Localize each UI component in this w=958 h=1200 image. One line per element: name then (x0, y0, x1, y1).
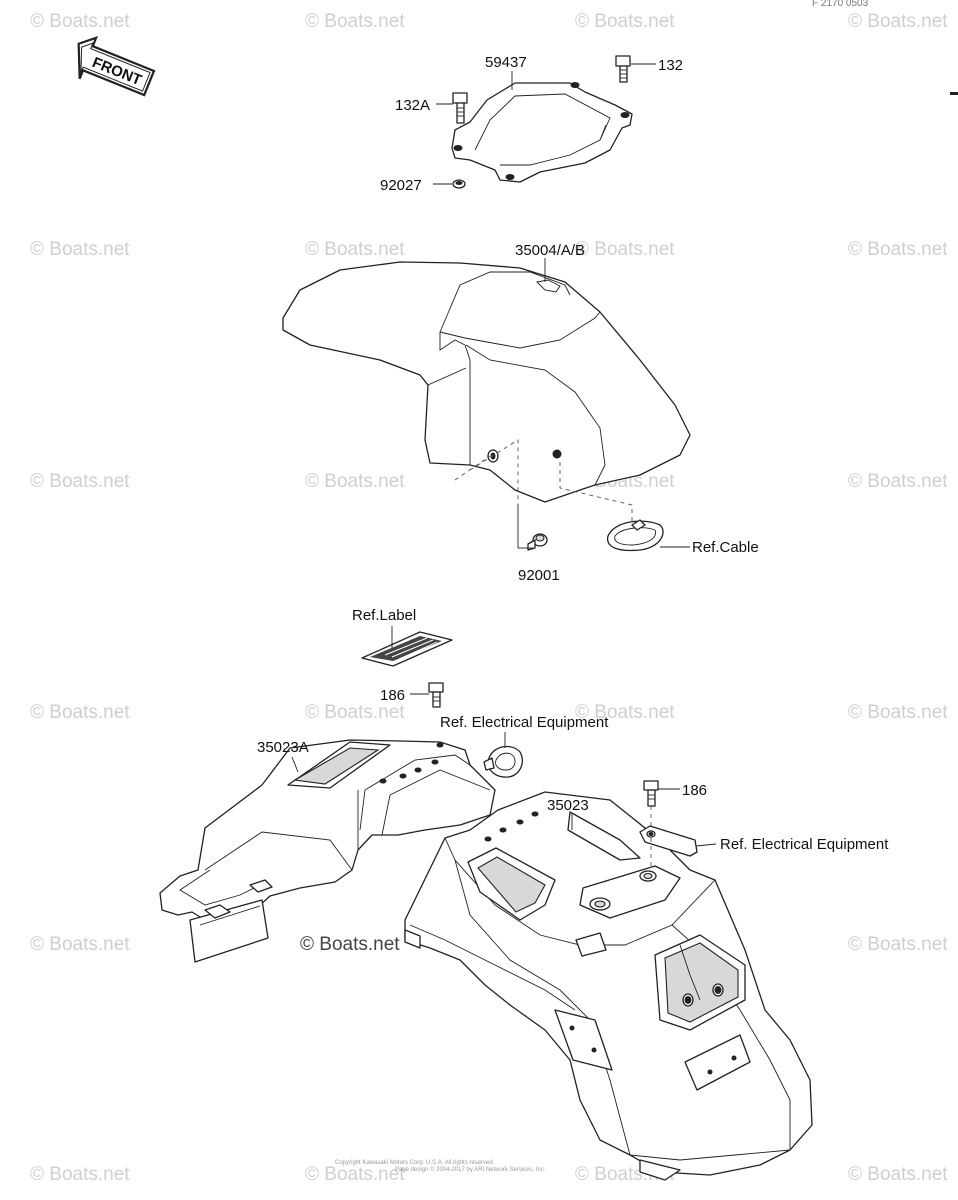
ref-label-label[interactable]: Ref.Label (352, 607, 416, 624)
part-label-35023[interactable]: 35023 (547, 797, 589, 814)
watermark: © Boats.net (30, 702, 130, 723)
screw-92001-icon (527, 533, 548, 551)
watermark: © Boats.net (848, 239, 948, 260)
copyright-line-2: Page design © 2004-2017 by ARI Network S… (395, 1166, 546, 1173)
watermark: © Boats.net (305, 702, 405, 723)
ref-electrical-label-2[interactable]: Ref. Electrical Equipment (720, 836, 889, 853)
watermark: © Boats.net (30, 1164, 130, 1185)
watermark: © Boats.net (30, 471, 130, 492)
wire-clamp-icon (483, 745, 523, 778)
bolt-186-right-icon (643, 780, 659, 807)
bolt-186-icon (428, 682, 444, 708)
rear-fender-35023a (159, 739, 496, 963)
part-label-186-top[interactable]: 186 (380, 687, 405, 704)
watermark: © Boats.net (848, 11, 948, 32)
watermark: © Boats.net (305, 11, 405, 32)
watermark: © Boats.net (30, 934, 130, 955)
front-fender (282, 261, 691, 503)
washer-92027-icon (452, 179, 466, 189)
bolt-132a-icon (452, 92, 468, 124)
part-label-59437[interactable]: 59437 (485, 54, 527, 71)
watermark: © Boats.net (30, 239, 130, 260)
part-label-132a[interactable]: 132A (395, 97, 430, 114)
cover-59437 (451, 82, 633, 183)
watermark: © Boats.net (848, 471, 948, 492)
copyright-line-1: Copyright Kawasaki Motors Corp. U.S.A. A… (335, 1160, 495, 1166)
part-label-92001[interactable]: 92001 (518, 567, 560, 584)
watermark: © Boats.net (575, 702, 675, 723)
watermark: © Boats.net (848, 1164, 948, 1185)
part-label-186-right[interactable]: 186 (682, 782, 707, 799)
part-label-132[interactable]: 132 (658, 57, 683, 74)
watermark: © Boats.net (305, 1164, 405, 1185)
rear-fender-35023 (404, 791, 813, 1181)
ref-cable-label[interactable]: Ref.Cable (692, 539, 759, 556)
watermark-group: © Boats.net © Boats.net © Boats.net © Bo… (30, 11, 948, 1185)
watermark: © Boats.net (30, 11, 130, 32)
watermark: © Boats.net (848, 702, 948, 723)
corner-code: F 2170 0503 (812, 0, 869, 9)
watermark: © Boats.net (305, 471, 405, 492)
part-label-35023a[interactable]: 35023A (257, 739, 309, 756)
watermark: © Boats.net (305, 239, 405, 260)
part-label-92027[interactable]: 92027 (380, 177, 422, 194)
edge-mark (950, 92, 958, 95)
electrical-bracket-icon (639, 825, 698, 857)
watermark: © Boats.net (575, 11, 675, 32)
cable-clamp-icon (607, 519, 664, 552)
front-arrow-icon: FRONT (77, 36, 156, 97)
ref-electrical-label-1[interactable]: Ref. Electrical Equipment (440, 714, 609, 731)
part-label-35004[interactable]: 35004/A/B (515, 242, 585, 259)
label-decal-icon (361, 631, 453, 667)
watermark: © Boats.net (848, 934, 948, 955)
watermark: © Boats.net (300, 934, 400, 955)
watermark: © Boats.net (575, 239, 675, 260)
bolt-132-icon (615, 55, 631, 83)
